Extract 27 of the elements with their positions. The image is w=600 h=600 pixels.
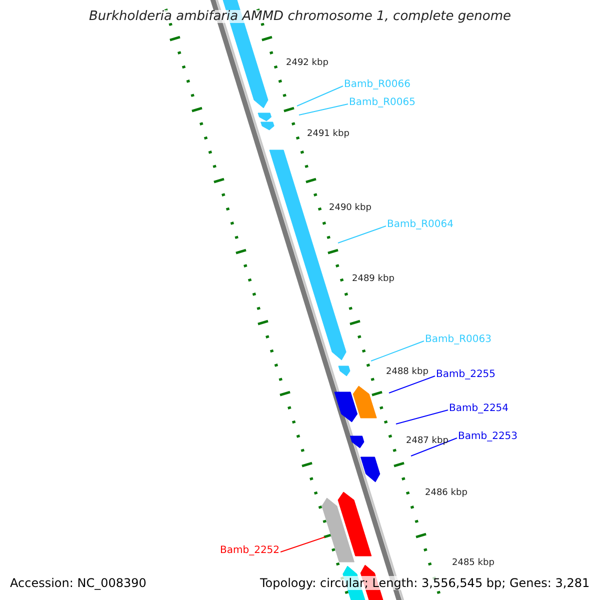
leader-line — [338, 226, 386, 244]
scale-label: 2489 kbp — [352, 275, 394, 284]
gene-label: Bamb_R0065 — [349, 98, 416, 108]
gene-label: Bamb_R0063 — [425, 335, 492, 345]
leader-line — [280, 536, 326, 552]
footer-text: Accession: NC_008390 — [10, 576, 146, 590]
scale-label: 2492 kbp — [286, 59, 328, 68]
gene-label: Bamb_2253 — [458, 432, 518, 442]
scale-label: 2485 kbp — [452, 559, 494, 568]
gene-label: Bamb_2252 — [220, 546, 280, 556]
scale-label: 2490 kbp — [329, 204, 372, 213]
leader-line — [410, 438, 458, 456]
leader-line — [296, 86, 344, 106]
leader-line — [396, 410, 448, 424]
gene-label: Bamb_2255 — [436, 370, 496, 380]
title: Burkholderia ambifaria AMMD chromosome 1, complete genome — [89, 10, 512, 23]
gene-label: Bamb_R0066 — [344, 80, 410, 90]
scale-label: 2487 kbp — [406, 437, 448, 446]
leader-line — [370, 340, 424, 362]
leader-line — [298, 104, 348, 116]
leader-line — [388, 376, 436, 394]
footer-text: Topology: circular; Length: 3,556,545 bp; Genes: 3,281 — [260, 576, 590, 590]
gene-label: Bamb_R0064 — [387, 220, 454, 230]
scale-label: 2486 kbp — [425, 489, 468, 498]
gene-label: Bamb_2254 — [449, 404, 509, 414]
scale-label: 2488 kbp — [386, 368, 428, 377]
scale-label: 2491 kbp — [307, 130, 350, 139]
